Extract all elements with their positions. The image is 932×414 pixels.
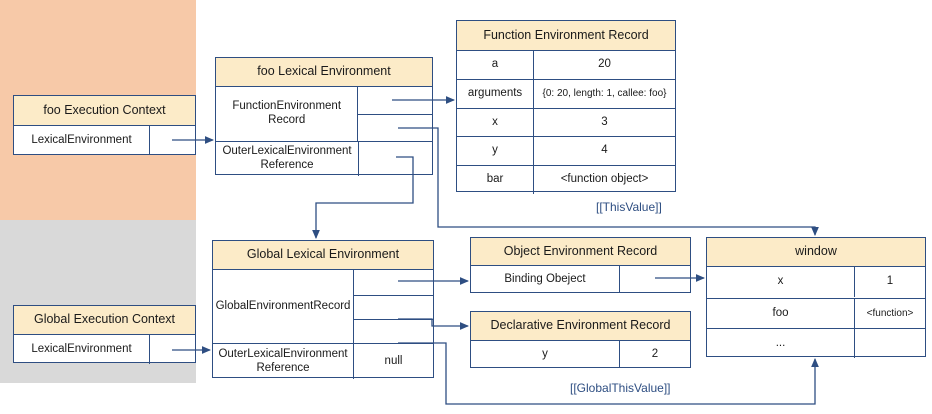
table-row: ... <box>707 328 925 358</box>
table-row: LexicalEnvironment <box>14 126 195 155</box>
object-environment-record-box: Object Environment Record Binding Obejec… <box>470 237 691 293</box>
fn-env-key: a <box>491 58 499 71</box>
table-row: OuterLexicalEnvironment Reference null <box>213 343 433 379</box>
function-environment-record-header: Function Environment Record <box>457 21 675 51</box>
global-lexical-environment-header: Global Lexical Environment <box>213 241 433 270</box>
table-row: OuterLexicalEnvironment Reference <box>216 141 432 176</box>
global-environment-record-slot-3 <box>354 319 433 343</box>
function-environment-record-slots <box>357 87 432 141</box>
foo-exec-lexical-environment-pointer <box>149 126 195 155</box>
declarative-environment-record-box: Declarative Environment Record y 2 <box>470 311 691 368</box>
foo-execution-context-header: foo Execution Context <box>14 96 195 126</box>
foo-execution-context-box: foo Execution Context LexicalEnvironment <box>13 95 196 155</box>
global-environment-record-slot-2 <box>354 295 433 319</box>
global-outer-lexical-ref-line1: OuterLexicalEnvironment <box>218 347 348 360</box>
foo-lexical-environment-box: foo Lexical Environment FunctionEnvironm… <box>215 57 433 176</box>
global-exec-lexical-environment-label: LexicalEnvironment <box>31 342 132 355</box>
fn-env-value: <function object> <box>533 166 675 194</box>
global-lexical-environment-box: Global Lexical Environment GlobalEnviron… <box>212 240 434 379</box>
table-row: foo <function> <box>707 298 925 328</box>
object-env-binding-object-pointer <box>619 266 690 293</box>
fn-env-key: bar <box>486 173 504 186</box>
fn-env-value: 3 <box>533 109 675 136</box>
global-execution-context-box: Global Execution Context LexicalEnvironm… <box>13 305 196 364</box>
global-exec-lexical-environment-pointer <box>149 335 195 364</box>
fn-env-key: arguments <box>467 87 523 100</box>
window-prop-key: foo <box>772 306 789 319</box>
table-row: a 20 <box>457 51 675 79</box>
global-environment-record-slot-1 <box>354 270 433 295</box>
global-outer-lexical-environment-reference-value: null <box>353 344 433 379</box>
global-execution-context-header: Global Execution Context <box>14 306 195 335</box>
function-environment-record-label: FunctionEnvironment Record <box>216 87 357 141</box>
foo-lexical-environment-header: foo Lexical Environment <box>216 58 432 87</box>
fn-env-value: 4 <box>533 137 675 165</box>
global-outer-lexical-environment-reference-label: OuterLexicalEnvironment Reference <box>213 344 353 379</box>
object-environment-record-header: Object Environment Record <box>471 238 690 266</box>
global-this-value-annotation: [[GlobalThisValue]] <box>570 381 671 395</box>
function-environment-record-slot-2 <box>358 114 432 141</box>
global-environment-record-slots <box>353 270 433 343</box>
table-row: y 2 <box>471 341 690 369</box>
table-row: bar <function object> <box>457 165 675 194</box>
foo-outer-lexical-environment-reference-label: OuterLexicalEnvironment Reference <box>216 142 358 176</box>
function-environment-record-label-line1: FunctionEnvironment <box>232 100 342 113</box>
object-env-binding-object-label: Binding Obeject <box>504 272 586 285</box>
function-environment-record-box: Function Environment Record a 20 argumen… <box>456 20 676 194</box>
window-object-box: window x 1 foo <function> ... <box>706 237 926 358</box>
foo-outer-lexical-environment-reference-slot <box>358 142 432 176</box>
global-environment-record-label: GlobalEnvironmentRecord <box>215 299 351 312</box>
declarative-environment-record-header: Declarative Environment Record <box>471 312 690 341</box>
table-row: Binding Obeject <box>471 266 690 294</box>
function-environment-record-label-line2: Record <box>268 114 306 126</box>
table-row: LexicalEnvironment <box>14 335 195 364</box>
function-environment-record-slot-1 <box>358 87 432 114</box>
window-prop-value <box>854 329 925 358</box>
table-row: y 4 <box>457 136 675 165</box>
window-object-header: window <box>707 238 925 267</box>
declarative-env-value: 2 <box>619 341 690 368</box>
foo-outer-lexical-ref-line2: Reference <box>260 159 314 171</box>
table-row: FunctionEnvironment Record <box>216 87 432 141</box>
window-prop-key: ... <box>775 336 786 349</box>
window-prop-value: <function> <box>854 299 925 328</box>
foo-exec-lexical-environment-label: LexicalEnvironment <box>31 133 132 146</box>
foo-outer-lexical-ref-line1: OuterLexicalEnvironment <box>222 145 352 158</box>
table-row: arguments {0: 20, length: 1, callee: foo… <box>457 79 675 108</box>
fn-env-value: 20 <box>533 51 675 79</box>
this-value-annotation: [[ThisValue]] <box>596 200 662 214</box>
fn-env-value: {0: 20, length: 1, callee: foo} <box>533 80 675 108</box>
table-row: x 1 <box>707 267 925 298</box>
fn-env-key: y <box>492 144 498 157</box>
window-prop-value: 1 <box>854 267 925 297</box>
table-row: GlobalEnvironmentRecord <box>213 270 433 343</box>
global-outer-lexical-ref-line2: Reference <box>256 361 310 374</box>
declarative-env-key: y <box>542 347 548 360</box>
window-prop-key: x <box>777 275 784 288</box>
table-row: x 3 <box>457 108 675 136</box>
fn-env-key: x <box>492 115 498 128</box>
